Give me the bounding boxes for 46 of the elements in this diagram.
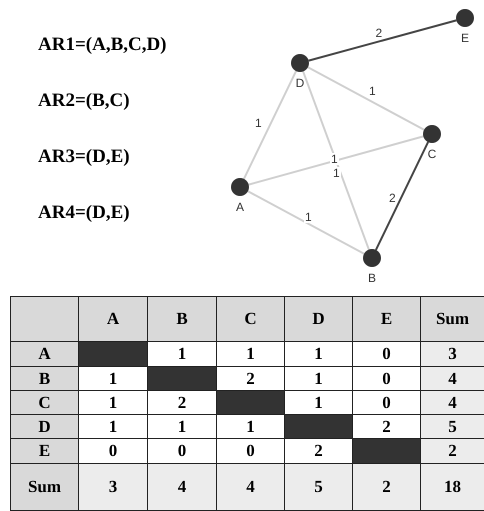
- table-cell: 4: [216, 463, 285, 511]
- graph-node: A: [229, 178, 251, 213]
- header-cell: C: [10, 390, 79, 415]
- table-cell: 3: [78, 463, 148, 511]
- header-cell: A: [78, 296, 148, 342]
- table-cell: 2: [420, 438, 484, 464]
- header-cell: E: [352, 296, 421, 342]
- header-cell: E: [10, 438, 79, 464]
- edge-label: 1: [330, 152, 339, 164]
- connector-line: [302, 71, 370, 250]
- connector-line: [307, 66, 425, 131]
- edge-label: 1: [332, 166, 341, 178]
- edge-label: 1: [368, 84, 377, 96]
- connector-line: [308, 19, 457, 62]
- connector-line: [247, 190, 365, 255]
- connector-line: [243, 70, 297, 180]
- header-cell: C: [216, 296, 285, 342]
- table-cell: 4: [420, 390, 484, 415]
- table-cell: 18: [420, 463, 484, 511]
- graph-node: E: [454, 9, 476, 44]
- header-cell: B: [147, 296, 217, 342]
- table-cell: 5: [284, 463, 353, 511]
- edge-label: 1: [304, 210, 313, 222]
- header-cell: Sum: [420, 296, 484, 342]
- header-cell: B: [10, 366, 79, 391]
- graph-node: B: [361, 249, 383, 284]
- table-cell: 5: [420, 414, 484, 439]
- graph-node: C: [421, 125, 443, 160]
- table-cell: 3: [420, 341, 484, 367]
- set-text: AR4=(D,E): [38, 202, 130, 224]
- set-text: AR2=(B,C): [38, 90, 130, 112]
- set-text: AR3=(D,E): [38, 146, 130, 168]
- header-cell: D: [284, 296, 353, 342]
- header-cell: Sum: [10, 463, 79, 511]
- connector-line: [375, 142, 429, 250]
- set-text: AR1=(A,B,C,D): [38, 34, 167, 56]
- header-cell: A: [10, 341, 79, 367]
- header-cell: D: [10, 414, 79, 439]
- connector-line: [248, 135, 424, 186]
- edge-label: 2: [388, 192, 397, 204]
- edge-label: 1: [254, 117, 263, 129]
- table-cell: 4: [420, 366, 484, 391]
- table-cell: 2: [352, 463, 421, 511]
- table-cell: 4: [147, 463, 217, 511]
- edge-label: 2: [374, 26, 384, 38]
- graph-node: D: [289, 54, 311, 89]
